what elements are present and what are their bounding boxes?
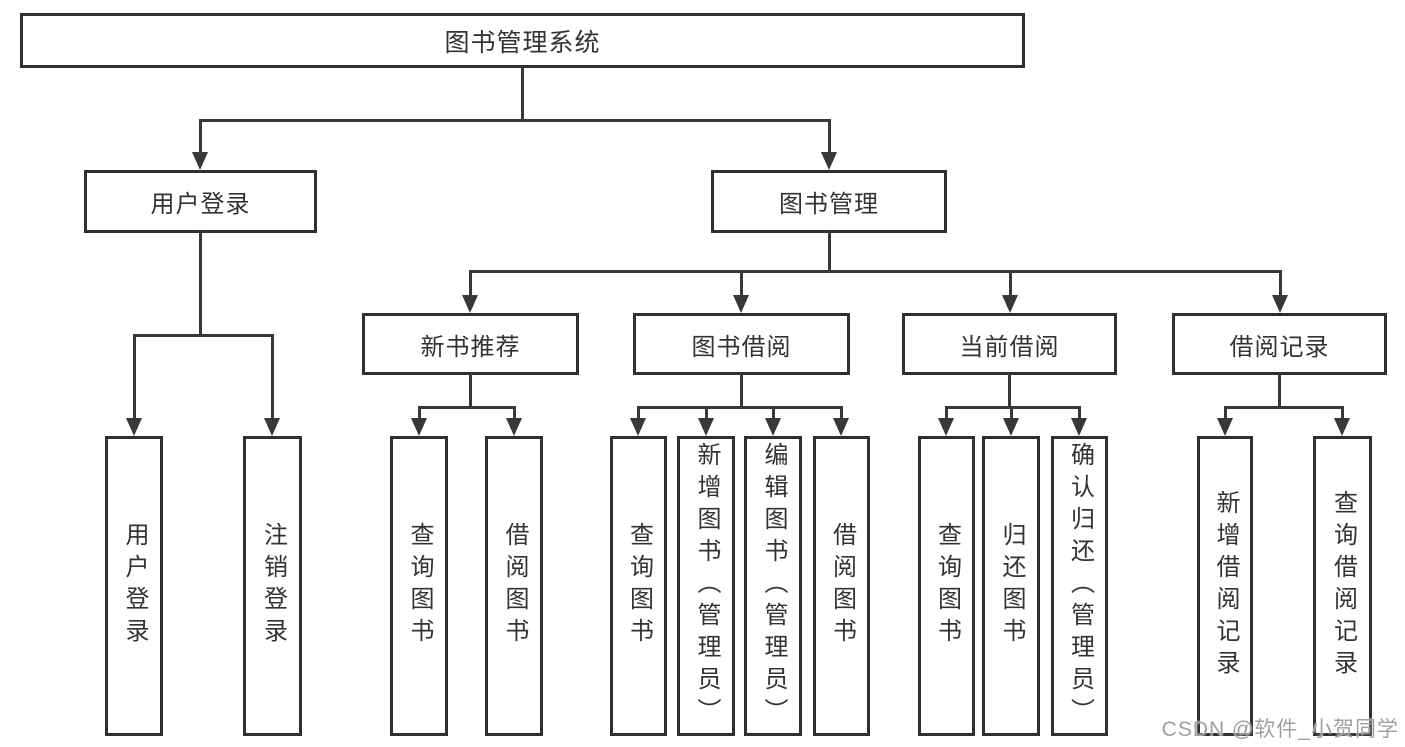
connector-line-v <box>199 231 202 336</box>
connector-line-v <box>1009 270 1012 298</box>
node-book-management: 图书管理 <box>711 170 947 233</box>
connector-line-h <box>469 270 1282 273</box>
connector-line-v <box>418 406 421 422</box>
connector-line-h <box>133 334 274 337</box>
arrow-down-icon <box>1003 418 1019 436</box>
connector-line-v <box>1008 373 1011 408</box>
arrow-down-icon <box>938 418 954 436</box>
leaf-query-books-current: 查询图书 <box>918 436 975 736</box>
arrow-down-icon <box>821 152 837 170</box>
node-user-login: 用户登录 <box>84 170 317 233</box>
leaf-borrow-books-recommend: 借阅图书 <box>485 436 543 736</box>
connector-line-v <box>740 270 743 298</box>
leaf-add-book-admin: 新增图书（管理员） <box>677 436 735 736</box>
arrow-down-icon <box>1071 418 1087 436</box>
leaf-edit-book-admin: 编辑图书（管理员） <box>744 436 802 736</box>
arrow-down-icon <box>1272 295 1288 313</box>
arrow-down-icon <box>765 418 781 436</box>
arrow-down-icon <box>630 418 646 436</box>
connector-line-v <box>1078 406 1081 422</box>
arrow-down-icon <box>1002 295 1018 313</box>
connector-line-v <box>840 406 843 422</box>
connector-line-v <box>271 334 274 422</box>
leaf-query-books-recommend: 查询图书 <box>390 436 448 736</box>
connector-line-v <box>1010 406 1013 422</box>
arrow-down-icon <box>192 152 208 170</box>
leaf-confirm-return-admin: 确认归还（管理员） <box>1051 436 1108 736</box>
leaf-query-borrow-record: 查询借阅记录 <box>1313 436 1372 736</box>
connector-line-v <box>469 373 472 408</box>
arrow-down-icon <box>264 418 280 436</box>
watermark: CSDN @软件_小贺同学 <box>1161 718 1399 741</box>
arrow-down-icon <box>1334 418 1350 436</box>
node-borrowing-records: 借阅记录 <box>1172 313 1387 375</box>
connector-line-v <box>1278 373 1281 408</box>
leaf-borrow-books-borrowing: 借阅图书 <box>813 436 870 736</box>
connector-line-h <box>199 119 831 122</box>
connector-line-v <box>513 406 516 422</box>
connector-line-v <box>1279 270 1282 298</box>
leaf-logout: 注销登录 <box>243 436 302 736</box>
node-current-borrowing: 当前借阅 <box>902 313 1117 375</box>
connector-line-v <box>945 406 948 422</box>
leaf-query-books-borrowing: 查询图书 <box>610 436 667 736</box>
connector-line-h <box>637 406 842 409</box>
connector-line-v <box>1341 406 1344 422</box>
arrow-down-icon <box>698 418 714 436</box>
connector-line-v <box>1224 406 1227 422</box>
arrow-down-icon <box>833 418 849 436</box>
connector-line-v <box>705 406 708 422</box>
leaf-add-borrow-record: 新增借阅记录 <box>1197 436 1253 736</box>
connector-line-v <box>772 406 775 422</box>
arrow-down-icon <box>506 418 522 436</box>
connector-line-v <box>637 406 640 422</box>
node-library-management-system: 图书管理系统 <box>20 13 1025 68</box>
connector-line-v <box>133 334 136 422</box>
connector-line-v <box>199 119 202 155</box>
arrow-down-icon <box>462 295 478 313</box>
connector-line-v <box>828 231 831 272</box>
connector-line-v <box>740 373 743 408</box>
arrow-down-icon <box>126 418 142 436</box>
connector-line-v <box>828 119 831 155</box>
node-new-book-recommendation: 新书推荐 <box>362 313 579 375</box>
arrow-down-icon <box>733 295 749 313</box>
connector-line-h <box>1224 406 1343 409</box>
leaf-user-login: 用户登录 <box>105 436 163 736</box>
arrow-down-icon <box>411 418 427 436</box>
connector-line-v <box>469 270 472 298</box>
node-book-borrowing: 图书借阅 <box>633 313 850 375</box>
arrow-down-icon <box>1217 418 1233 436</box>
connector-line-h <box>418 406 515 409</box>
leaf-return-books: 归还图书 <box>982 436 1040 736</box>
connector-line-v <box>521 66 524 121</box>
